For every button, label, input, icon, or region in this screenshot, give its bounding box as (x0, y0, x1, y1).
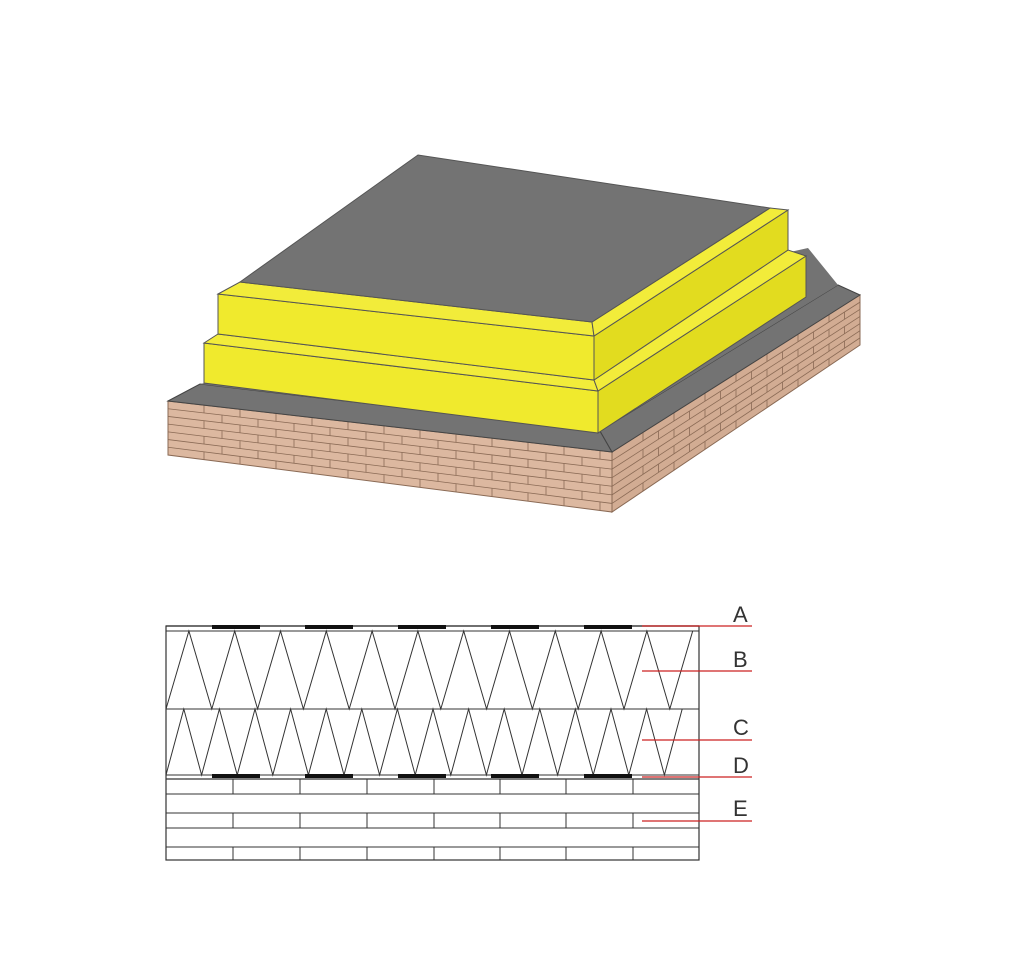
bond-strip-top (212, 625, 260, 629)
brick-deck (167, 294, 861, 513)
brick-course-line (167, 431, 613, 487)
brick-course-line (167, 439, 613, 496)
brick-side-courses (611, 301, 861, 504)
label-e: E (733, 796, 748, 821)
bond-strip-bottom (584, 774, 632, 778)
label-c: C (733, 715, 749, 740)
bond-strip-bottom (305, 774, 353, 778)
bond-strip-top (305, 625, 353, 629)
layer-c-insulation-zigzag (165, 707, 683, 777)
layer-d-bond-strips (212, 774, 632, 778)
brick-course-line (167, 446, 613, 504)
bond-strip-top (584, 625, 632, 629)
bond-strip-top (398, 625, 446, 629)
section-labels: A B C D E (733, 602, 749, 821)
lower-insulation-board (202, 249, 808, 434)
label-d: D (733, 753, 749, 778)
layer-e-deck-courses (166, 779, 699, 860)
bond-strip-top (491, 625, 539, 629)
leader-lines (642, 625, 752, 822)
waterproof-membrane-top (238, 154, 772, 323)
brick-course-line (167, 408, 613, 461)
label-b: B (733, 647, 748, 672)
isometric-view (166, 154, 862, 513)
layer-a-bond-strips (212, 625, 632, 629)
layer-b-insulation-zigzag (165, 629, 694, 711)
brick-course-line (167, 416, 613, 470)
upper-insulation-board (216, 207, 790, 381)
bond-strip-bottom (398, 774, 446, 778)
label-a: A (733, 602, 748, 627)
bond-strip-bottom (212, 774, 260, 778)
section-frame (165, 625, 700, 861)
section-view: A B C D E (165, 602, 752, 861)
brick-front-courses (167, 405, 613, 511)
brick-course-line (167, 423, 613, 479)
layer-e-deck-joints (232, 779, 634, 860)
bond-strip-bottom (491, 774, 539, 778)
